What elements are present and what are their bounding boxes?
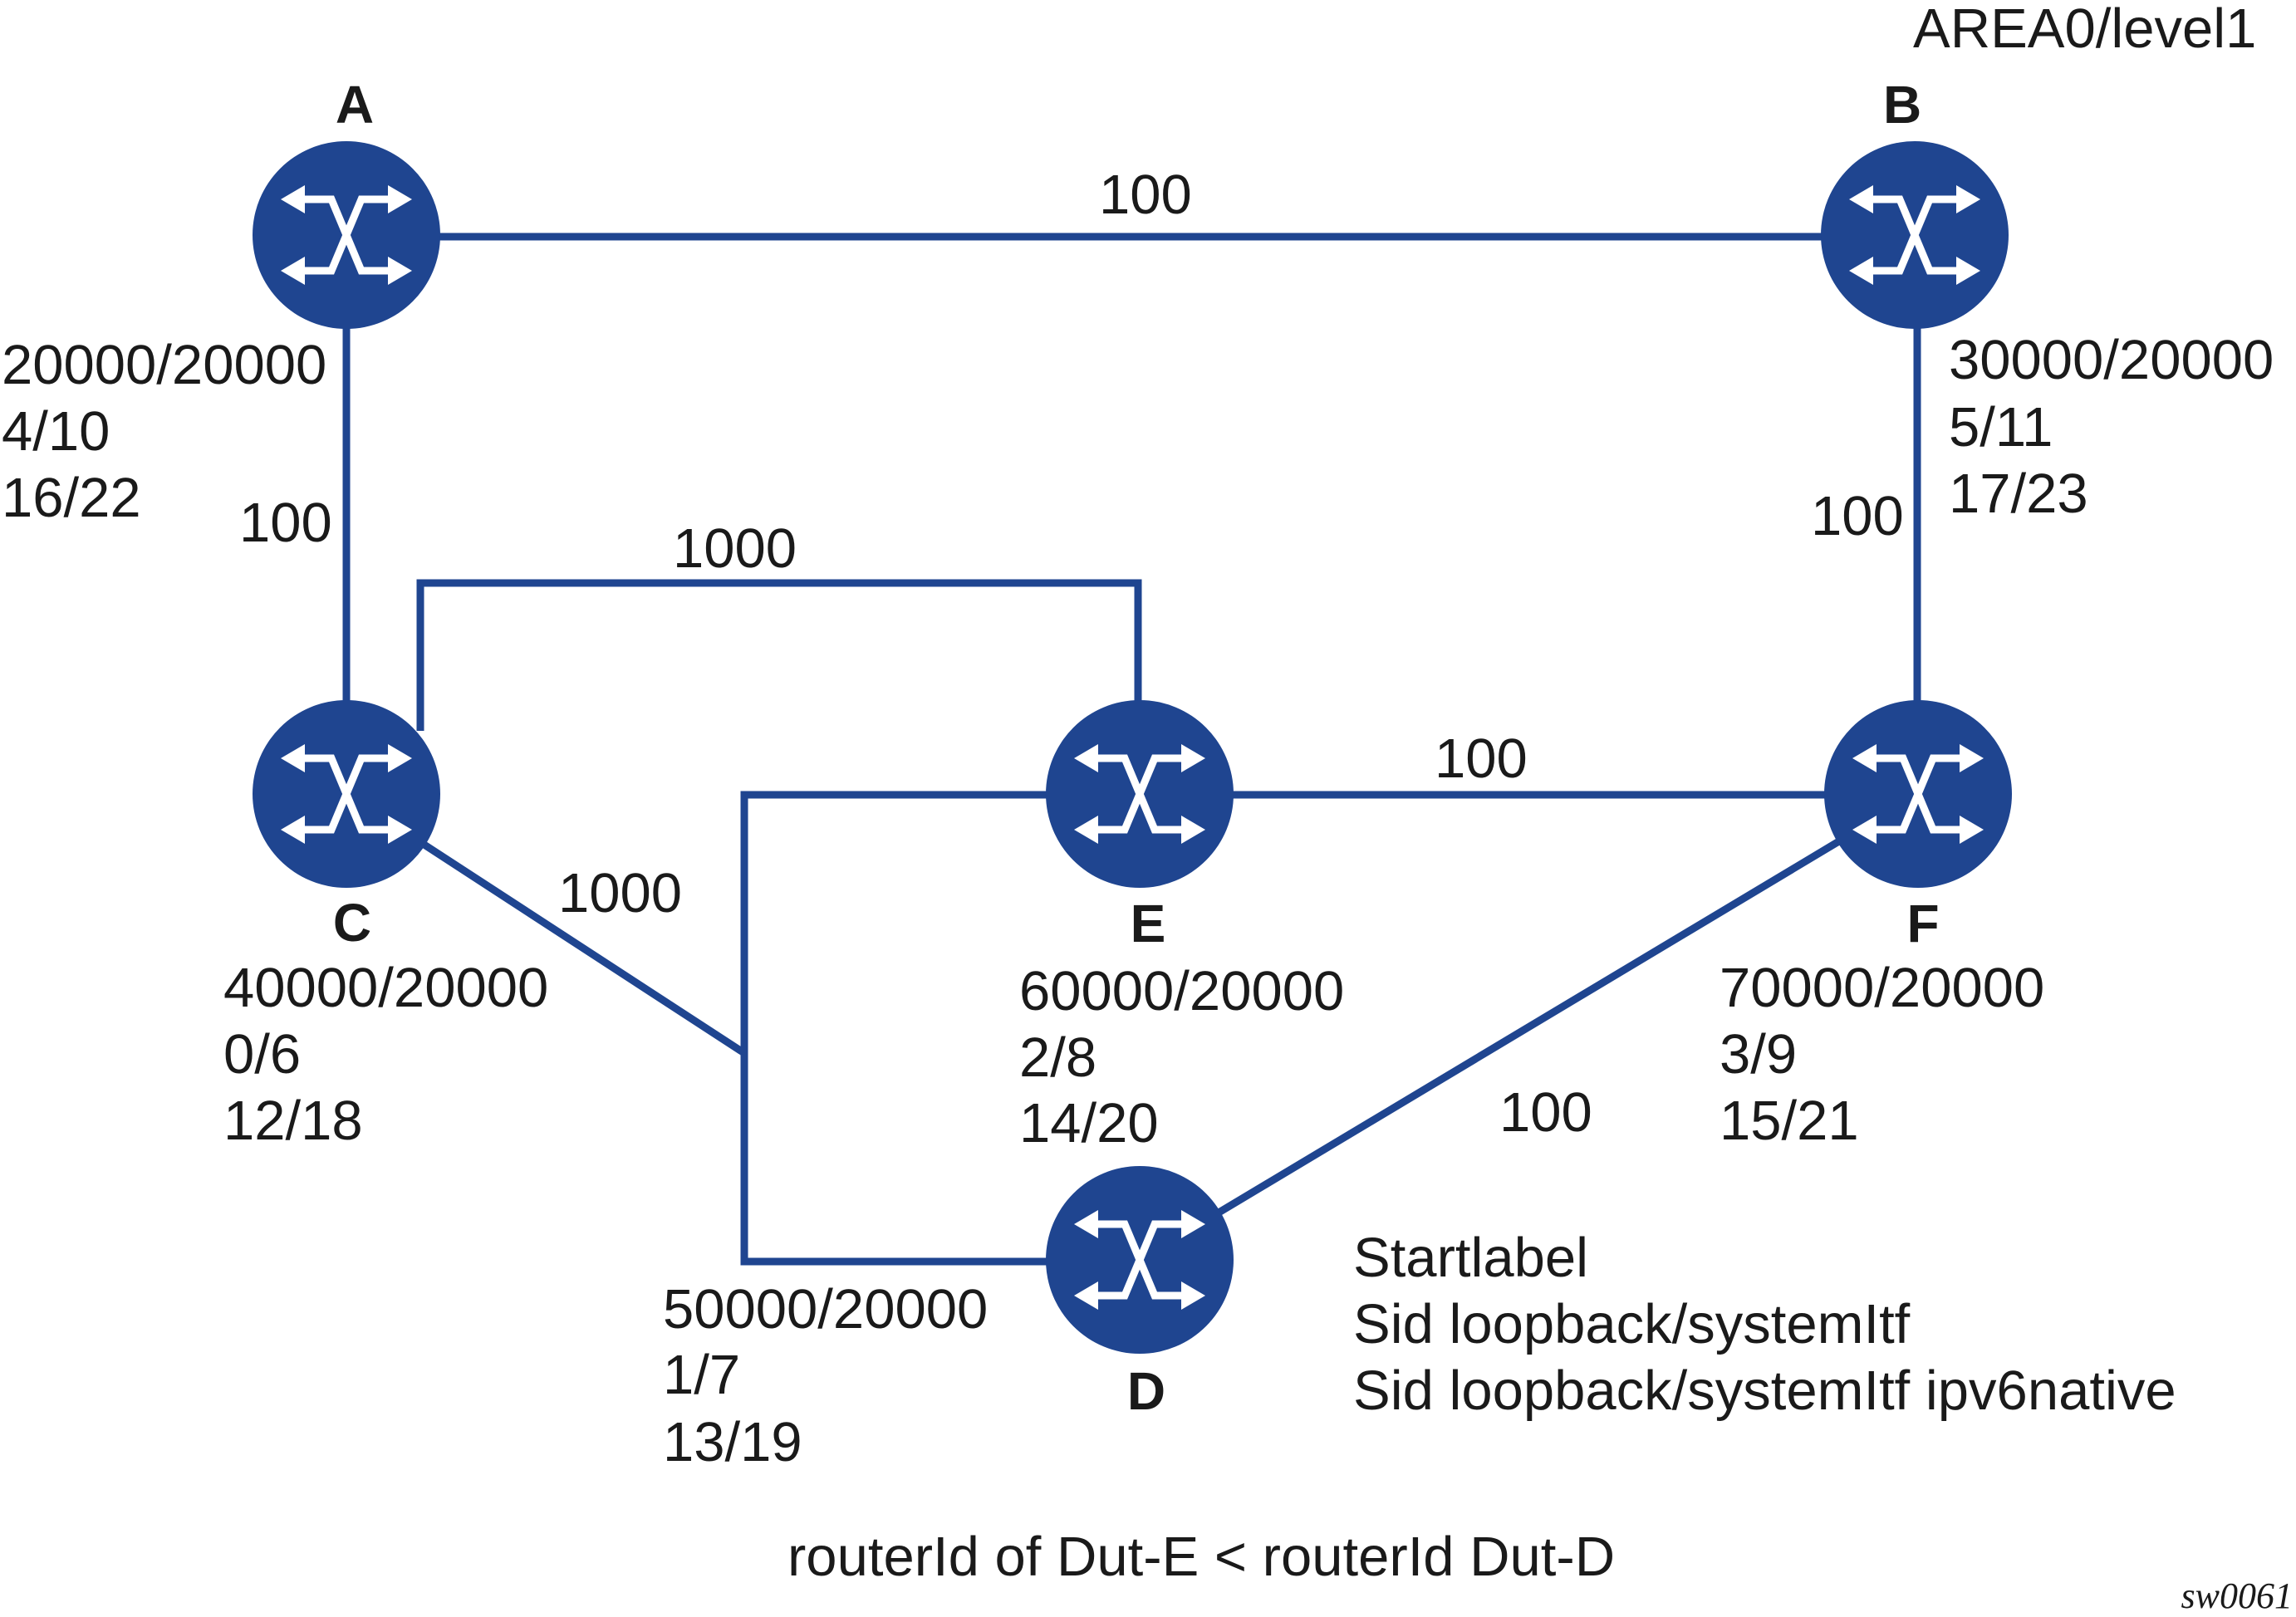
metric-c-d: 1000 (558, 862, 682, 924)
router-e[interactable] (1046, 700, 1234, 888)
router-a-srgb: 20000/20000 (2, 334, 326, 396)
router-b-sid-v6: 17/23 (1949, 463, 2088, 525)
router-e-sid: 2/8 (1019, 1027, 1096, 1089)
router-a-sid: 4/10 (2, 400, 110, 463)
router-b[interactable] (1821, 141, 2009, 329)
router-a-labels: 20000/20000 4/10 16/22 (2, 334, 326, 529)
router-f-srgb: 70000/20000 (1720, 957, 2044, 1019)
router-icon (253, 700, 440, 888)
router-e-srgb: 60000/20000 (1019, 960, 1344, 1022)
router-d[interactable] (1046, 1166, 1234, 1354)
legend: Startlabel Sid loopback/systemItf Sid lo… (1353, 1227, 2176, 1422)
router-icon (253, 141, 440, 329)
router-b-srgb: 30000/20000 (1949, 329, 2274, 391)
legend-line-1: Startlabel (1353, 1227, 1588, 1289)
router-icon (1824, 700, 2012, 888)
footer-note: routerId of Dut-E < routerId Dut-D (787, 1526, 1615, 1588)
router-c-sid: 0/6 (223, 1023, 301, 1085)
metric-a-b: 100 (1099, 164, 1192, 226)
router-c-labels: 40000/20000 0/6 12/18 (223, 957, 548, 1152)
router-f-labels: 70000/20000 3/9 15/21 (1720, 957, 2044, 1152)
router-c-srgb: 40000/20000 (223, 957, 548, 1019)
metric-b-f: 100 (1811, 485, 1904, 547)
metric-c-e: 1000 (673, 517, 797, 580)
metric-e-f: 100 (1435, 728, 1528, 790)
router-d-name: D (1127, 1361, 1165, 1421)
router-d-srgb: 50000/20000 (663, 1278, 988, 1340)
figure-id: sw0061 (2181, 1575, 2293, 1616)
router-icon (1046, 1166, 1234, 1354)
link-e-d (740, 791, 1140, 1266)
router-icon (1046, 700, 1234, 888)
legend-line-3: Sid loopback/systemItf ipv6native (1353, 1360, 2176, 1422)
router-c-name: C (333, 893, 371, 953)
router-d-sid-v6: 13/19 (663, 1411, 802, 1473)
router-d-labels: 50000/20000 1/7 13/19 (663, 1278, 988, 1473)
router-f-sid: 3/9 (1720, 1023, 1797, 1085)
router-b-labels: 30000/20000 5/11 17/23 (1949, 329, 2274, 525)
router-a[interactable] (253, 141, 440, 329)
router-f-name: F (1906, 894, 1939, 953)
router-c-sid-v6: 12/18 (223, 1090, 363, 1152)
router-c[interactable] (253, 700, 440, 888)
metric-a-c: 100 (239, 492, 332, 554)
router-f[interactable] (1824, 700, 2012, 888)
router-e-labels: 60000/20000 2/8 14/20 (1019, 960, 1344, 1154)
link-d-f (1137, 791, 1921, 1263)
router-d-sid: 1/7 (663, 1344, 740, 1406)
router-b-name: B (1883, 75, 1921, 135)
router-e-name: E (1131, 894, 1166, 953)
link-c-e (416, 579, 1142, 794)
metric-d-f: 100 (1499, 1081, 1592, 1144)
router-b-sid: 5/11 (1949, 396, 2053, 458)
router-a-name: A (336, 75, 374, 135)
legend-line-2: Sid loopback/systemItf (1353, 1293, 1911, 1355)
router-a-sid-v6: 16/22 (2, 467, 141, 529)
router-e-sid-v6: 14/20 (1019, 1092, 1159, 1154)
router-icon (1821, 141, 2009, 329)
router-f-sid-v6: 15/21 (1720, 1090, 1859, 1152)
area-label: AREA0/level1 (1913, 0, 2256, 60)
